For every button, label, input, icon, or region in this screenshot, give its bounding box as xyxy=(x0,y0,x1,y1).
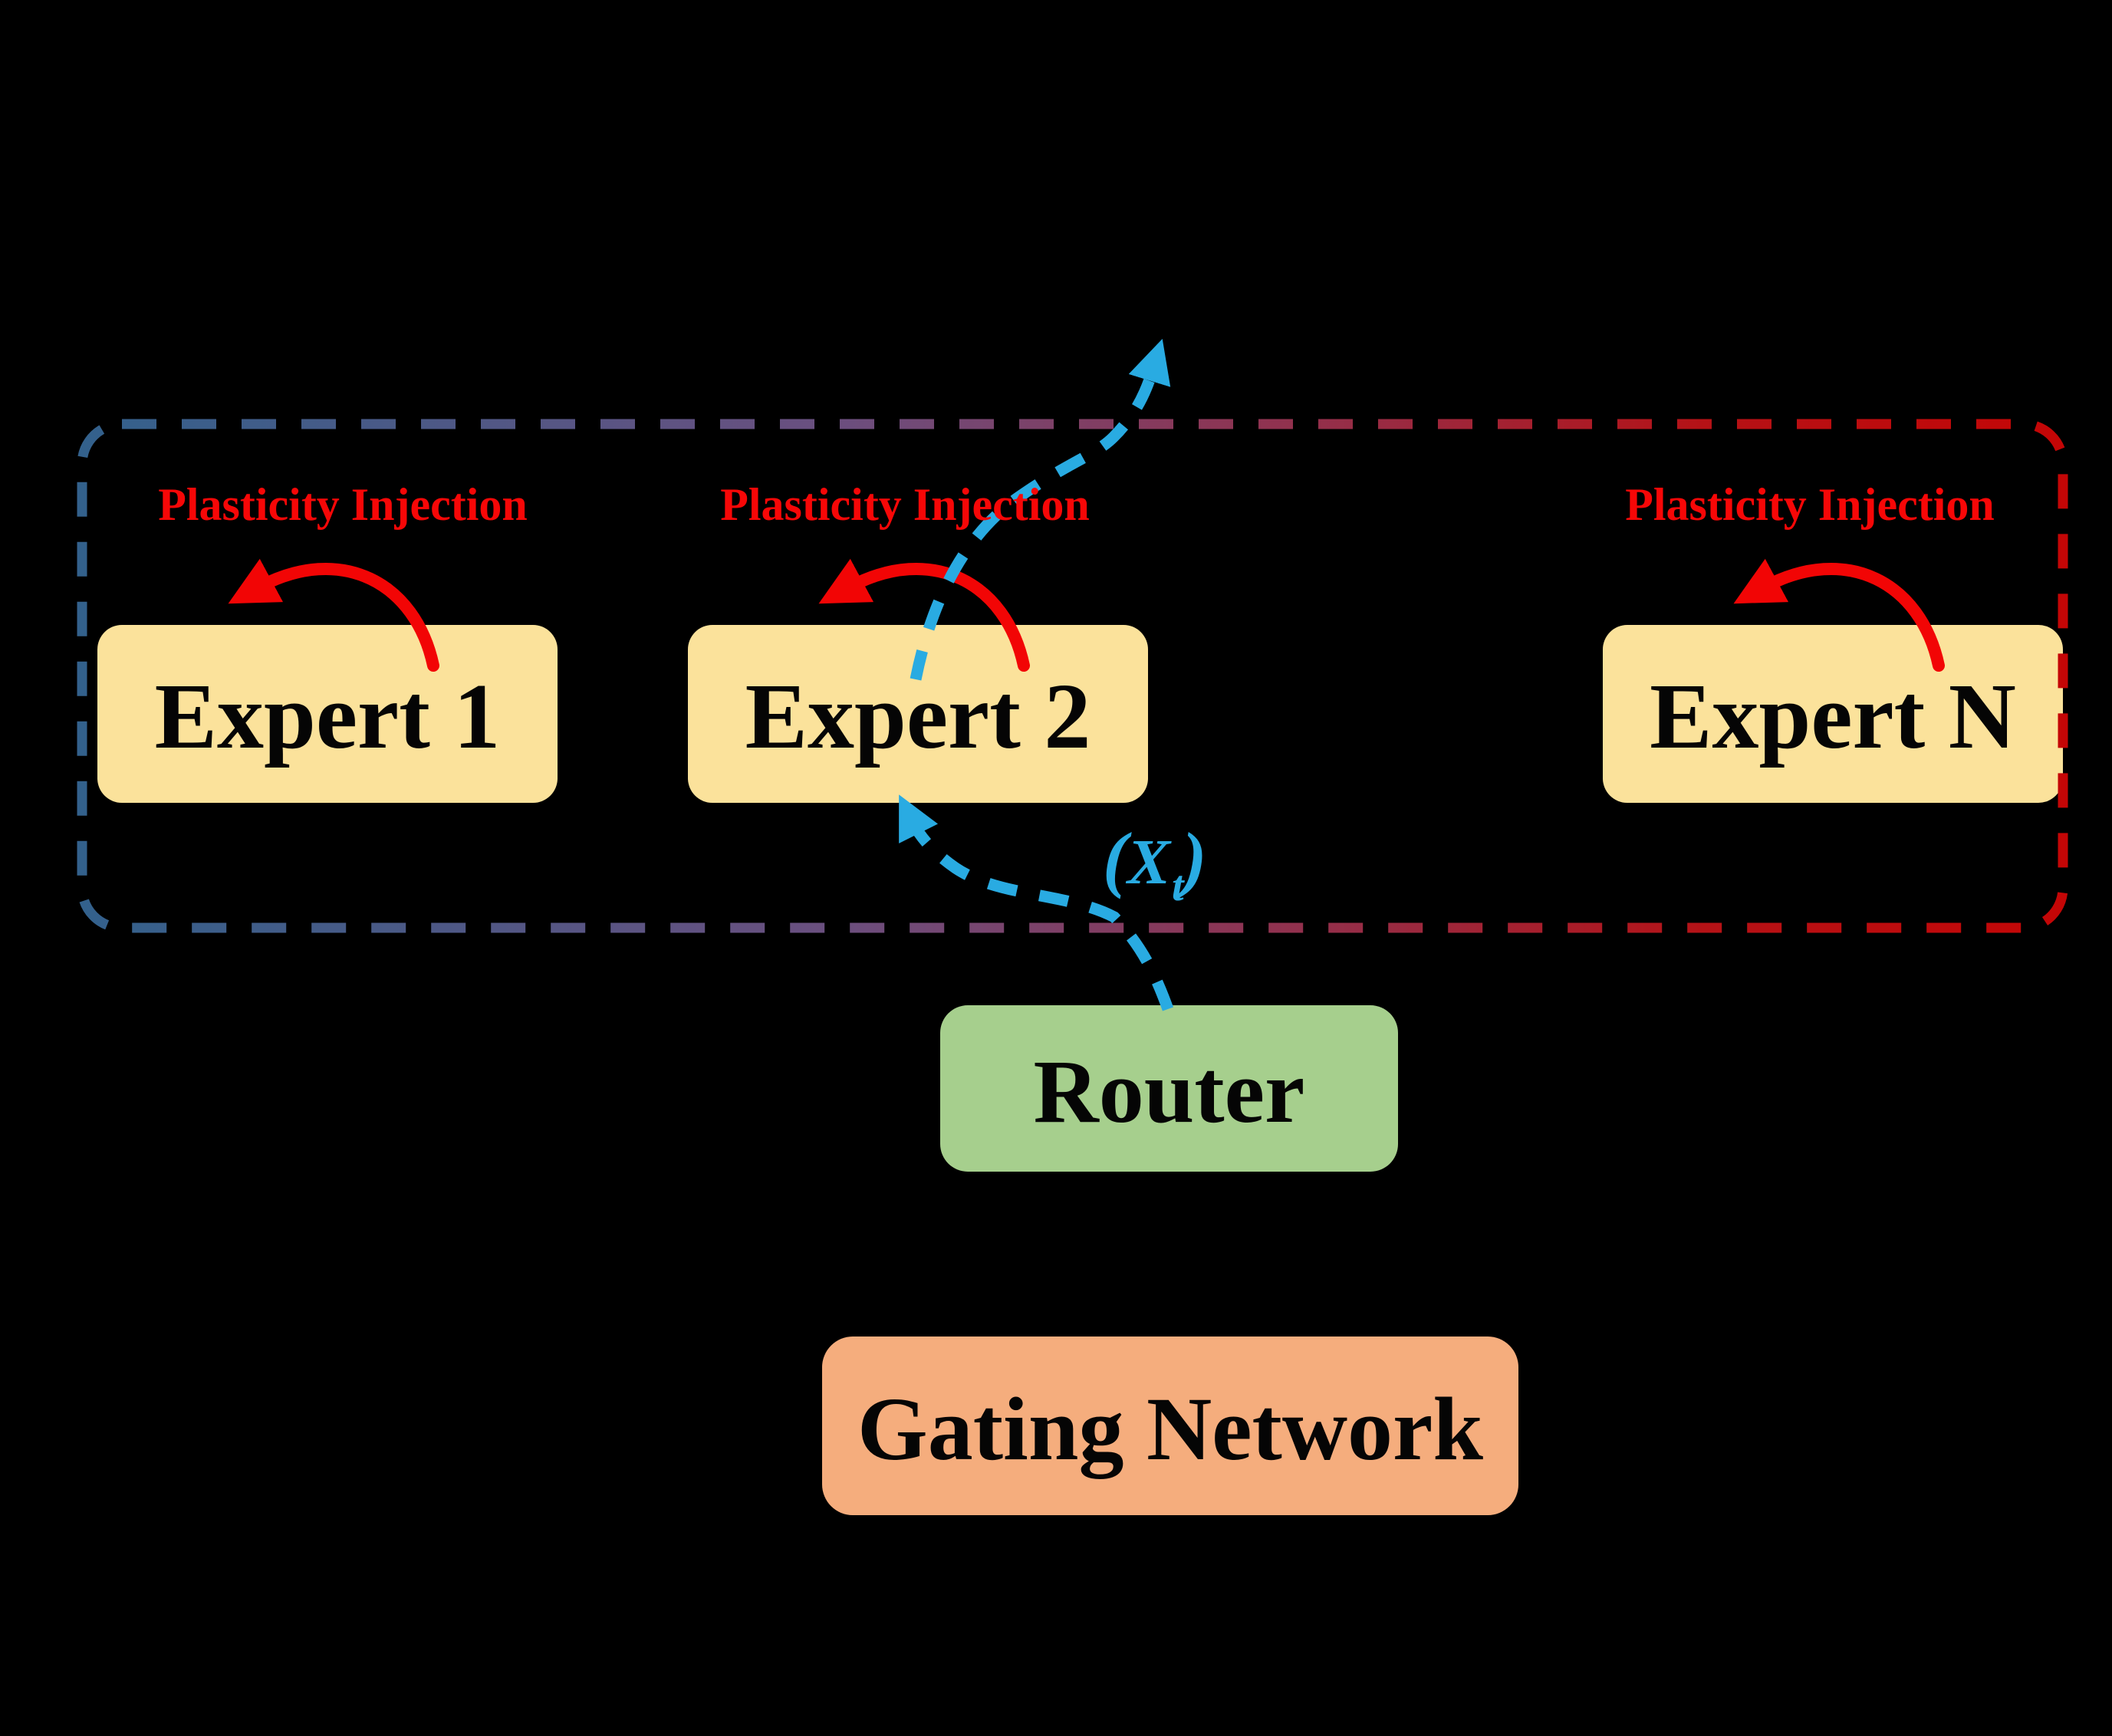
plasticity-arrow-expert-2 xyxy=(818,558,1030,672)
plasticity-injection-label-expert-2: Plasticity Injection xyxy=(720,479,1090,530)
plasticity-injection-label-expert-n: Plasticity Injection xyxy=(1625,479,1995,530)
token-close-paren: ) xyxy=(1182,817,1207,899)
expert-1-box: Expert 1 xyxy=(97,625,558,803)
expert-2-label: Expert 2 xyxy=(745,665,1091,768)
token-xt-annotation: (Xt) xyxy=(1103,822,1207,909)
token-open-paren: ( xyxy=(1103,817,1127,899)
expert-n-label: Expert N xyxy=(1650,665,2016,768)
experts-container-border xyxy=(77,419,2068,933)
token-symbol: X xyxy=(1127,827,1170,898)
plasticity-arrow-expert-1 xyxy=(228,558,439,672)
token-subscript: t xyxy=(1172,863,1184,910)
expert-1-label: Expert 1 xyxy=(154,665,501,768)
gating-network-box: Gating Network xyxy=(822,1337,1518,1515)
expert-2-box: Expert 2 xyxy=(688,625,1148,803)
gating-network-label: Gating Network xyxy=(857,1378,1484,1479)
router-label: Router xyxy=(1033,1041,1305,1142)
plasticity-injection-label-expert-1: Plasticity Injection xyxy=(158,479,528,530)
router-box: Router xyxy=(940,1005,1398,1172)
expert-n-box: Expert N xyxy=(1603,625,2063,803)
plasticity-arrow-expert-n xyxy=(1733,558,1945,672)
router-to-expert-2-flow-arrow xyxy=(899,794,1174,1011)
